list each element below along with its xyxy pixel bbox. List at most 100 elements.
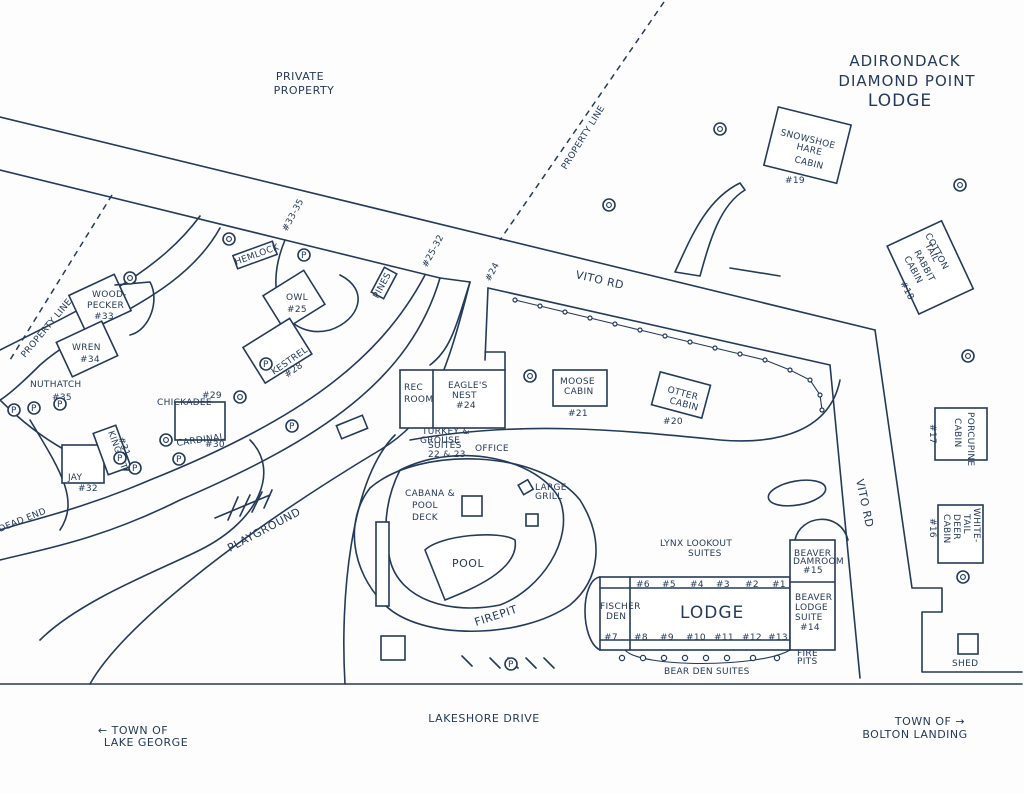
- light-dot: [762, 357, 768, 363]
- fire-ring-center: [960, 574, 966, 580]
- whitetail-cabin: [937, 504, 984, 564]
- hemlock-building: [231, 240, 279, 270]
- parking-icon: [285, 419, 299, 433]
- beaver-lodge-label: BEAVER: [795, 593, 832, 603]
- turkey-grouse-label-2: GROUSE: [420, 436, 460, 446]
- town-bolton-landing-line-2: BOLTON LANDING: [862, 728, 967, 741]
- moose-label: MOOSE: [560, 377, 595, 387]
- fire-ring-center: [965, 353, 971, 359]
- chickadee-building: [174, 401, 226, 441]
- fire-ring-icon: [953, 178, 967, 192]
- lodge-room-label: #7: [604, 633, 618, 643]
- parking-icon: [7, 403, 21, 417]
- owl-building: [261, 269, 327, 331]
- light-string: [512, 267, 825, 413]
- private-property-line-1: PRIVATE: [276, 70, 324, 83]
- playground: PLAYGROUND: [214, 489, 303, 555]
- porcupine-label-2: CABIN: [952, 418, 962, 448]
- pool-label: POOL: [452, 557, 484, 570]
- property-line-right-label: PROPERTY LINE: [560, 104, 607, 171]
- beaver-dam-label-2: DAMROOM: [793, 557, 844, 567]
- cabana-label-3: DECK: [412, 513, 439, 523]
- owl-label: OWL: [286, 293, 308, 303]
- parking-letter: P: [31, 404, 37, 414]
- suites-22-23-num: 22 & 23: [428, 450, 466, 460]
- cabana-building: [461, 495, 483, 517]
- eagles-nest-label-2: NEST: [452, 391, 477, 401]
- parking-icon: [113, 451, 127, 465]
- woodpecker-deck: [114, 281, 155, 336]
- suites-22-23-label: SUITES: [428, 441, 462, 451]
- pointer-33-35: #33-35: [281, 197, 306, 233]
- parking-letter: P: [57, 400, 63, 410]
- office-building: [399, 369, 506, 429]
- fire-ring-icon: [123, 271, 137, 285]
- fire-ring-center: [226, 236, 232, 242]
- parking-icon: [27, 401, 41, 415]
- lodge-room-label: #13: [768, 633, 788, 643]
- porcupine-label: PORCUPINE: [965, 412, 975, 466]
- pool-shape: [424, 534, 516, 602]
- title-line-2: DIAMOND POINT: [838, 72, 975, 90]
- nuthatch-label: NUTHATCH: [30, 380, 81, 390]
- large-grill-symbol: [517, 478, 535, 496]
- lodge-room-label: #2: [745, 580, 759, 590]
- otter-cabin: [650, 370, 712, 420]
- firepit-label: FIREPIT: [473, 603, 519, 629]
- shed-building: [957, 633, 979, 655]
- light-dot: [562, 309, 568, 315]
- dead-end-label: DEAD END: [0, 507, 48, 535]
- lynx-label-2: SUITES: [688, 549, 722, 559]
- lodge-room-label: #10: [686, 633, 706, 643]
- fire-ring-icon: [222, 232, 236, 246]
- light-dot: [587, 315, 593, 321]
- light-dot: [787, 367, 793, 373]
- bear-den-label: BEAR DEN SUITES: [664, 667, 750, 677]
- fire-ring-icon: [713, 122, 727, 136]
- cabana-label-2: POOL: [412, 501, 438, 511]
- light-dot: [817, 392, 823, 398]
- pool-area: POOL CABANA & POOL DECK LARGE GRILL FIRE…: [353, 454, 597, 669]
- fire-pit-dot: [681, 654, 689, 662]
- wren-label: WREN: [72, 343, 101, 353]
- fire-pit-dot: [749, 654, 757, 662]
- lodge-room-label: #9: [660, 633, 674, 643]
- rec-room-label: REC: [404, 383, 423, 393]
- whitetail-label-3: DEER: [951, 514, 961, 540]
- porcupine-num: #17: [927, 424, 937, 444]
- right-cabins: SNOWSHOE HARE CABIN #19 COTTON TAIL RABB…: [335, 105, 988, 669]
- light-dot: [819, 407, 825, 413]
- fire-ring-icon: [956, 570, 970, 584]
- rec-room-label-2: ROOM: [404, 395, 433, 405]
- fire-ring-center: [127, 275, 133, 281]
- woodpecker-building: [67, 273, 133, 333]
- lodge-room-label: #4: [690, 580, 704, 590]
- fire-ring-center: [717, 126, 723, 132]
- woodpecker-num: #33: [94, 312, 114, 322]
- chickadee-label: CHICKADEE: [157, 398, 212, 408]
- lodge-room-label: #11: [714, 633, 734, 643]
- bear-den-dots: [618, 654, 781, 662]
- jay-num: #32: [78, 484, 98, 494]
- light-dot: [637, 327, 643, 333]
- parking-letter: P: [289, 422, 295, 432]
- beaver-dam-label: BEAVER: [794, 549, 831, 559]
- fire-pits-label: FIRE: [797, 649, 818, 659]
- vito-rd-label: VITO RD: [574, 268, 625, 292]
- bench-line: [729, 267, 781, 277]
- beaver-lodge-label-3: SUITE: [795, 613, 823, 623]
- lodge-room-label: #8: [634, 633, 648, 643]
- title-line-1: ADIRONDACK: [849, 52, 960, 70]
- lodge-bottom-rooms: #7 #8 #9 #10 #11 #12 #13: [604, 633, 788, 643]
- lodge-room-label: #12: [742, 633, 762, 643]
- fire-pit-dot: [660, 654, 668, 662]
- light-dot: [807, 377, 813, 383]
- beaver-lodge-num: #14: [800, 623, 820, 633]
- fischer-den-label-2: DEN: [606, 612, 626, 622]
- turkey-grouse-label: TURKEY &: [421, 427, 470, 437]
- fischer-den-label: FISCHER: [600, 602, 641, 612]
- fire-pit-dot: [773, 654, 781, 662]
